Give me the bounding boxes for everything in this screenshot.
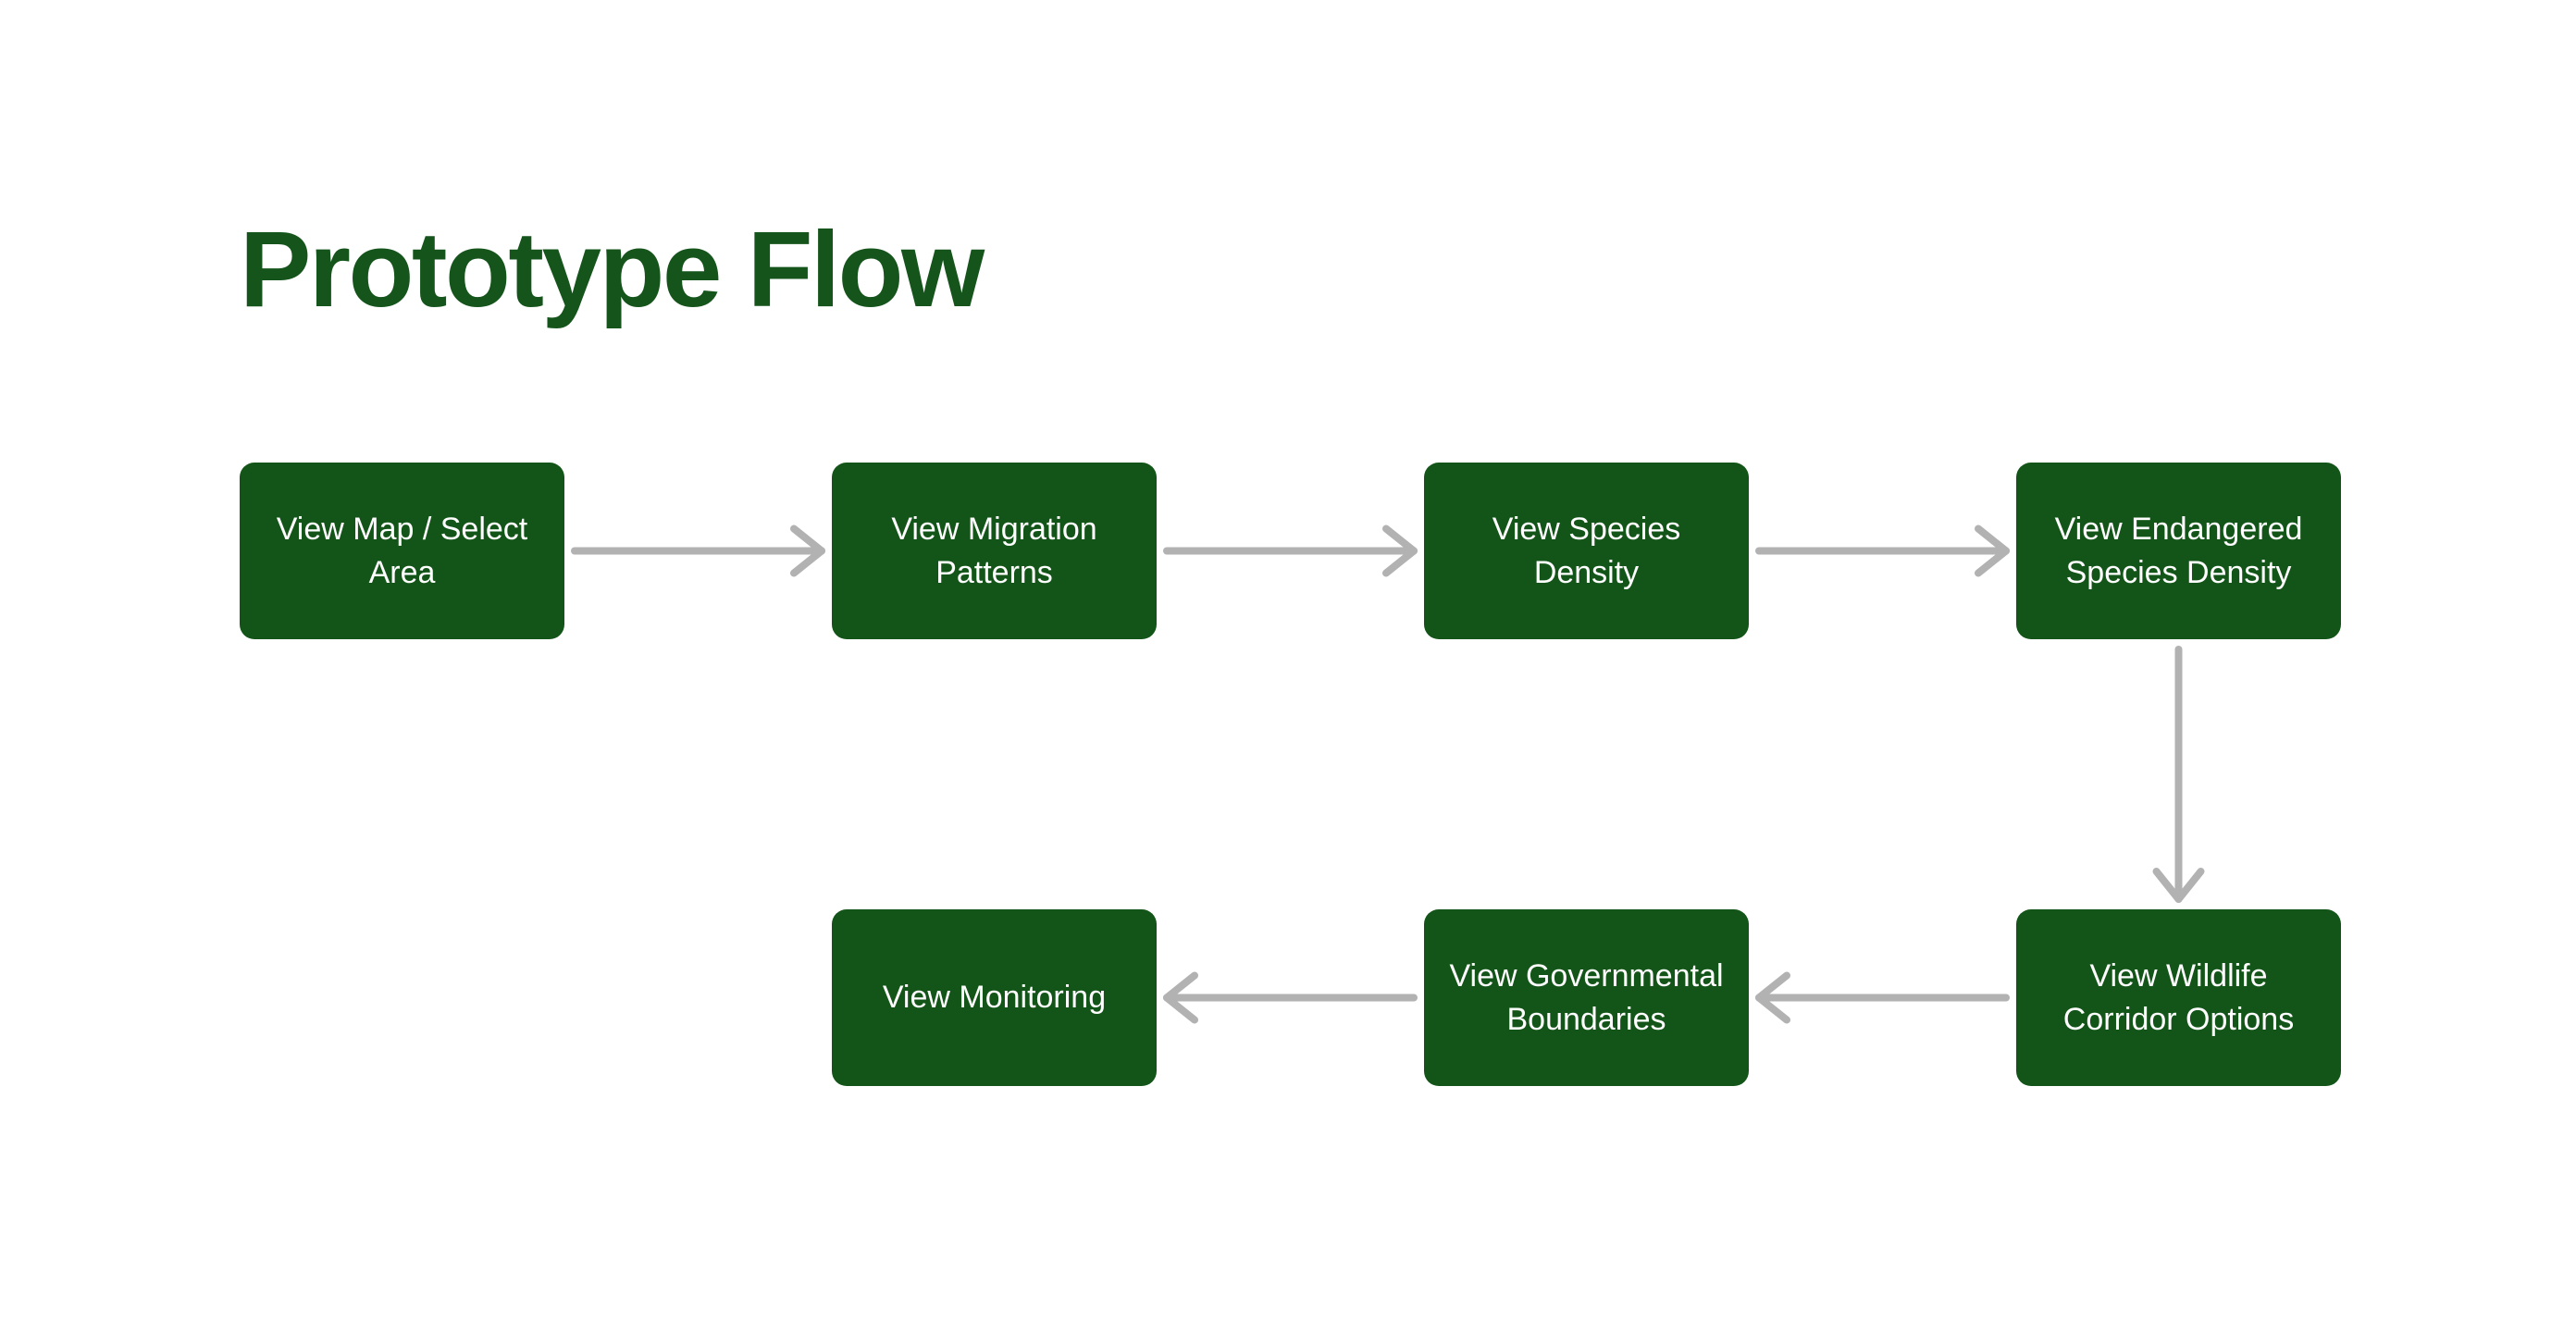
arrowhead-icon xyxy=(2152,868,2205,903)
flow-node-label: View Map / Select xyxy=(276,511,528,547)
flow-node-label: View Species xyxy=(1492,511,1681,547)
arrowhead-icon xyxy=(1163,971,1198,1024)
flow-node-view-monitoring[interactable]: View Monitoring xyxy=(832,909,1157,1086)
flow-node-label: Boundaries xyxy=(1506,1001,1666,1037)
flow-node-label: Corridor Options xyxy=(2062,1001,2295,1037)
page-title: Prototype Flow xyxy=(240,209,985,329)
arrowhead-icon xyxy=(1755,971,1790,1024)
flow-node-label: Area xyxy=(368,554,436,590)
flow-node-label: Patterns xyxy=(935,554,1053,590)
flow-node-label: View Endangered xyxy=(2054,511,2303,547)
flow-node-label: Density xyxy=(1533,554,1640,590)
flow-node-label: View Wildlife xyxy=(2089,957,2268,994)
flow-node-label: View Migration xyxy=(891,511,1097,547)
flow-node-label: View Governmental xyxy=(1449,957,1724,994)
arrowhead-icon xyxy=(790,525,825,577)
arrowhead-icon xyxy=(1975,525,2010,577)
flow-node-label: View Monitoring xyxy=(882,980,1107,1015)
arrowhead-icon xyxy=(1382,525,1418,577)
flow-node-label: Species Density xyxy=(2065,554,2292,590)
